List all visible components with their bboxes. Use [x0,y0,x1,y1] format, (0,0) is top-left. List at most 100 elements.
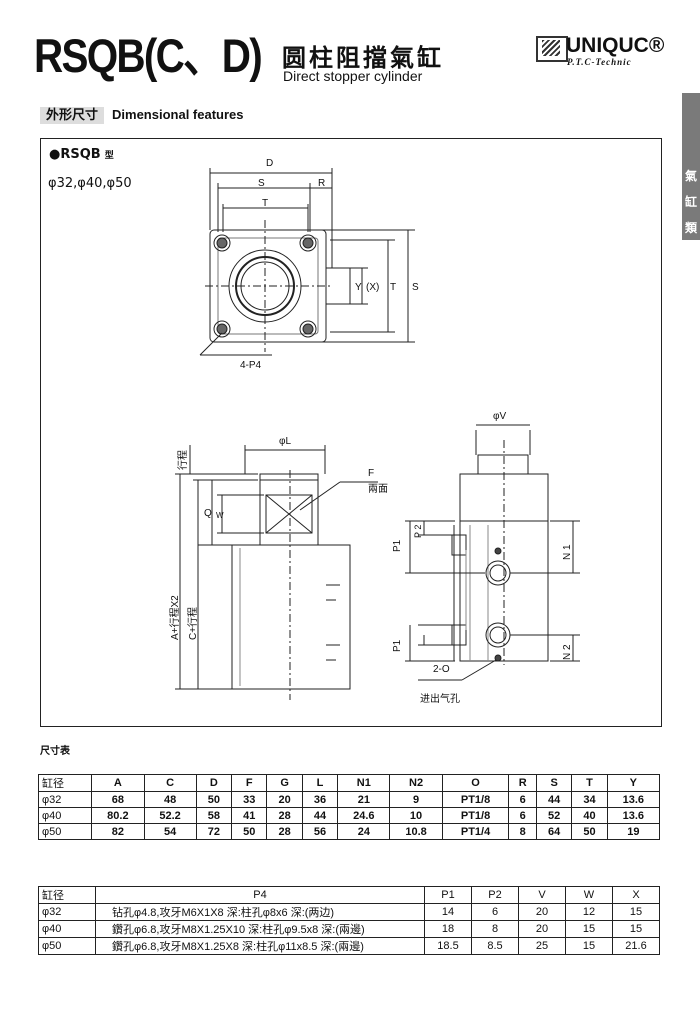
cell: 82 [91,823,145,840]
dim-t2: T [390,282,396,293]
dim-stroke: 行程 [176,450,189,470]
cell: PT1/8 [441,791,510,808]
brand-subtitle: P.T.C-Technic [567,57,632,67]
cell: 10.8 [389,823,443,840]
cell: 48 [143,791,197,808]
th: D [195,774,233,792]
cell: φ50 [38,937,96,955]
cell: PT1/4 [441,823,510,840]
dim-x: (X) [366,282,379,293]
cell: 24.6 [337,807,391,824]
th: N1 [337,774,391,792]
cell: 80.2 [91,807,145,824]
dim-f: F [368,468,374,479]
cell: 钻孔φ4.8,攻牙M6X1X8 深:柱孔φ8x6 深:(两边) [95,903,425,921]
cell: 15 [612,920,660,938]
cell: 15 [565,920,613,938]
cell: 21.6 [612,937,660,955]
th: W [565,886,613,904]
table-row: φ50 鑽孔φ6.8,攻牙M8X1.25X8 深:柱孔φ11x8.5 深:(兩邊… [38,937,660,955]
dim-w: W [216,511,224,520]
dim-p1b: P1 [392,639,403,652]
cell: 20 [518,903,566,921]
cell: 28 [266,807,303,824]
bore-sizes: φ32,φ40,φ50 [48,176,132,191]
dimension-table-2: 缸径 P4 P1 P2 V W X φ32 钻孔φ4.8,攻牙M6X1X8 深:… [38,886,660,955]
cell: 鑽孔φ6.8,攻牙M8X1.25X10 深:柱孔φ9.5x8 深:(兩邊) [95,920,425,938]
cell: 56 [301,823,339,840]
side-tab[interactable]: 氣 缸 類 [682,93,700,240]
dim-port: 2-O [433,664,450,675]
cell: 19 [606,823,661,840]
title-english: Direct stopper cylinder [283,68,423,84]
dim-d: D [266,158,273,169]
th: P4 [95,886,425,904]
cell: 41 [231,807,268,824]
cell: 12 [565,903,613,921]
title-chinese: 圆柱阻擋氣缸 [282,43,444,72]
section-heading-cn: 外形尺寸 [40,107,105,124]
table-row: φ32 68 48 50 33 20 36 21 9 PT1/8 6 44 34… [37,791,661,808]
cell: 24 [337,823,391,840]
dim-port-note: 进出气孔 [420,692,460,705]
cell: 64 [535,823,573,840]
cell: 13.6 [606,791,661,808]
table-row: φ32 钻孔φ4.8,攻牙M6X1X8 深:柱孔φ8x6 深:(两边) 14 6… [38,903,660,921]
table-header-row: 缸径 A C D F G L N1 N2 O R S T Y [37,774,661,792]
cell: φ40 [37,807,93,824]
cell: 15 [612,903,660,921]
cell: φ32 [38,903,96,921]
side-tab-char: 氣 [684,169,697,183]
top-view [199,168,415,356]
th: C [143,774,197,792]
cell: 72 [195,823,233,840]
cell: 33 [231,791,268,808]
cell: 20 [266,791,303,808]
th: 缸径 [38,886,96,904]
table-title: 尺寸表 [40,746,70,757]
cell: 40 [571,807,608,824]
th: G [266,774,303,792]
cell: 鑽孔φ6.8,攻牙M8X1.25X8 深:柱孔φ11x8.5 深:(兩邊) [95,937,425,955]
th: 缸径 [37,774,93,792]
th: T [571,774,608,792]
table-header-row: 缸径 P4 P1 P2 V W X [38,886,660,904]
cell: 36 [301,791,339,808]
cell: 8.5 [471,937,519,955]
th: N2 [389,774,443,792]
cell: 44 [301,807,339,824]
cell: 21 [337,791,391,808]
cell: 20 [518,920,566,938]
cell: 44 [535,791,573,808]
brand-name: UNIQUC® [566,34,665,57]
cell: 8 [508,823,537,840]
cell: 18.5 [424,937,472,955]
th: P1 [424,886,472,904]
dim-p4: 4-P4 [240,360,262,371]
cell: φ40 [38,920,96,938]
cell: PT1/8 [441,807,510,824]
cell: 13.6 [606,807,661,824]
th: F [231,774,268,792]
table-row: φ40 鑽孔φ6.8,攻牙M8X1.25X10 深:柱孔φ9.5x8 深:(兩邊… [38,920,660,938]
th: X [612,886,660,904]
dim-r: R [318,178,325,189]
dim-n1: N 1 [562,544,573,560]
cell: 25 [518,937,566,955]
cell: 28 [266,823,303,840]
cell: 54 [143,823,197,840]
dim-q: Q [204,508,212,519]
cell: 6 [508,791,537,808]
type-label-suffix: 型 [104,151,114,161]
dim-f-note: 兩面 [368,483,388,495]
cell: φ50 [37,823,93,840]
th: L [301,774,339,792]
dim-y: Y [355,282,362,293]
cell: 52 [535,807,573,824]
th: P2 [471,886,519,904]
dim-p1a: P1 [392,539,403,552]
dim-s2: S [412,282,419,293]
